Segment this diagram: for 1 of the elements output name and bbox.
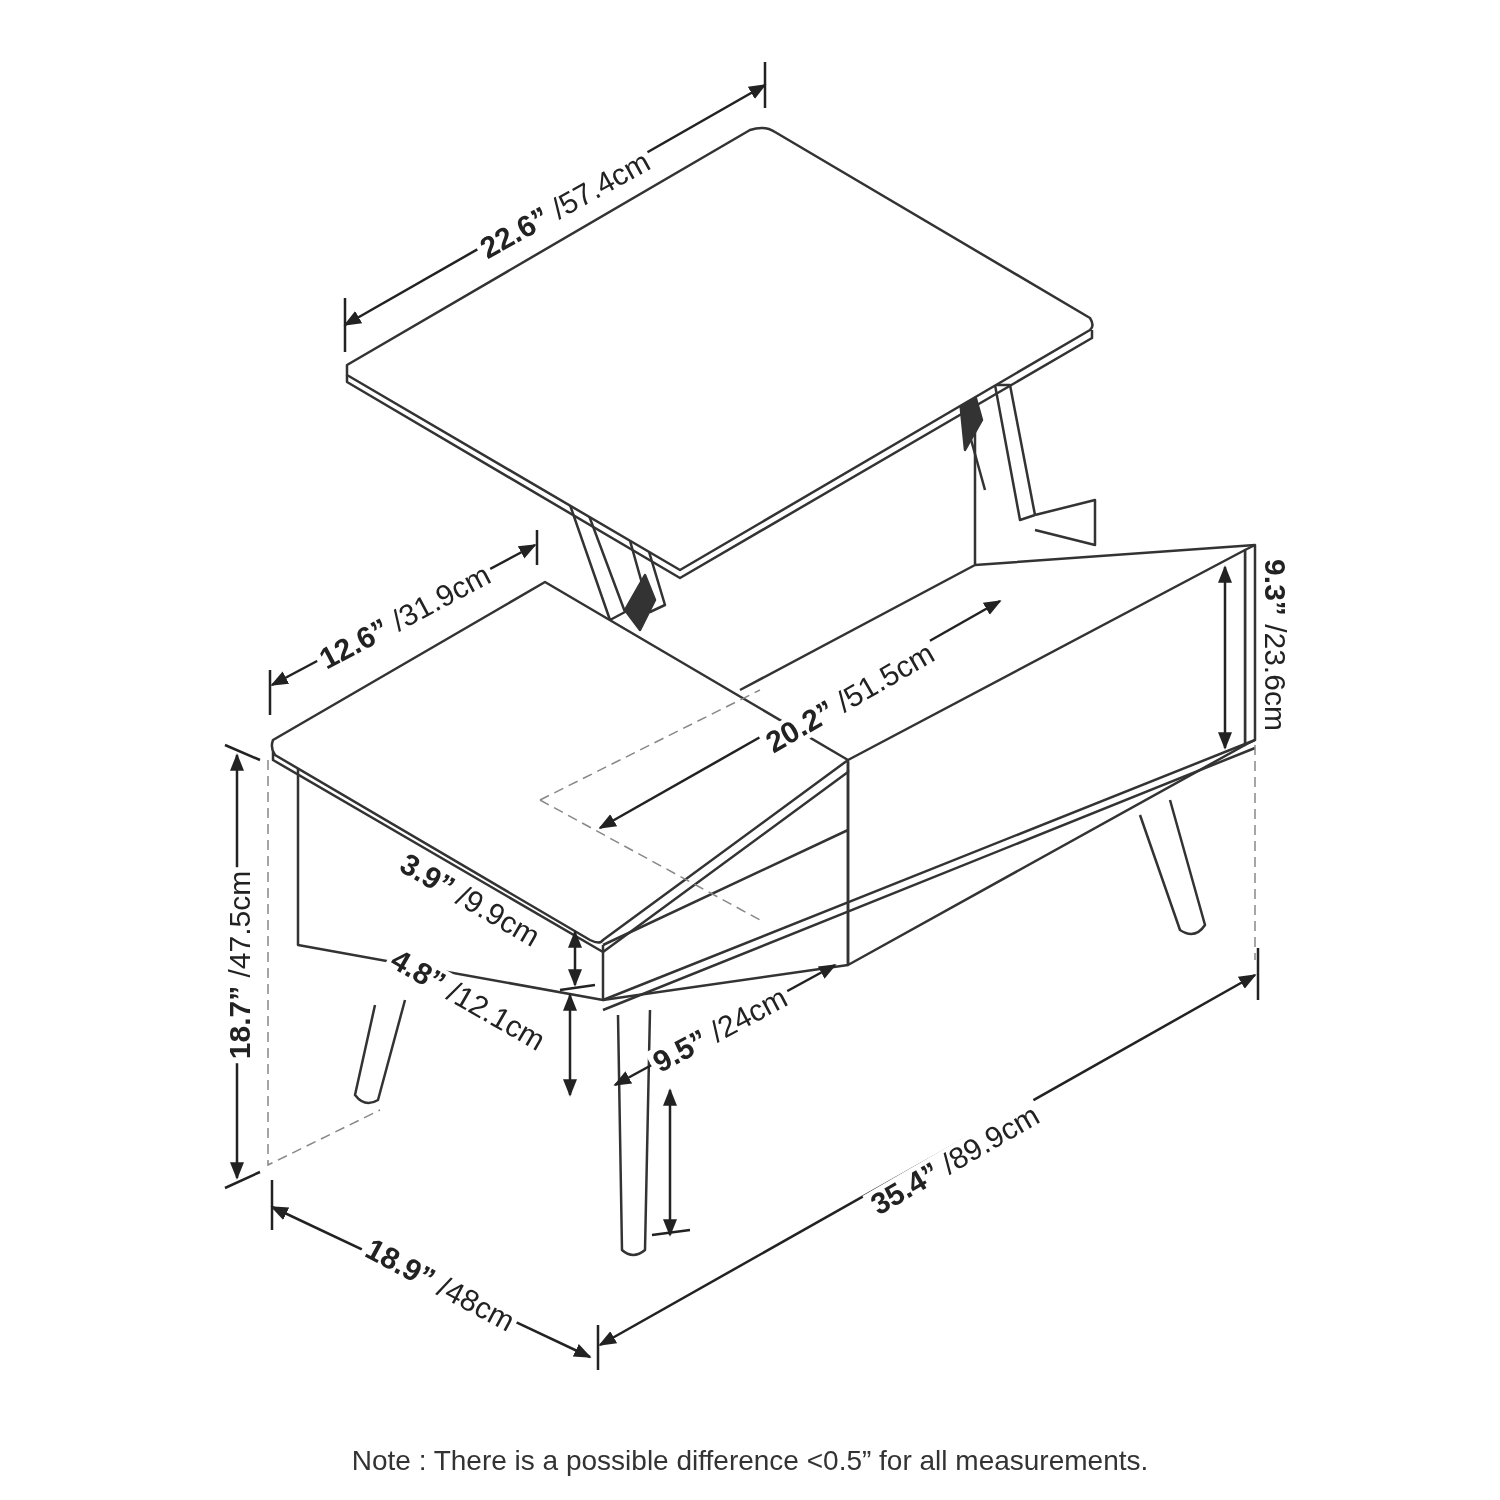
note-text: Note : There is a possible difference <0.5” for all measurements. (350, 1444, 1150, 1478)
